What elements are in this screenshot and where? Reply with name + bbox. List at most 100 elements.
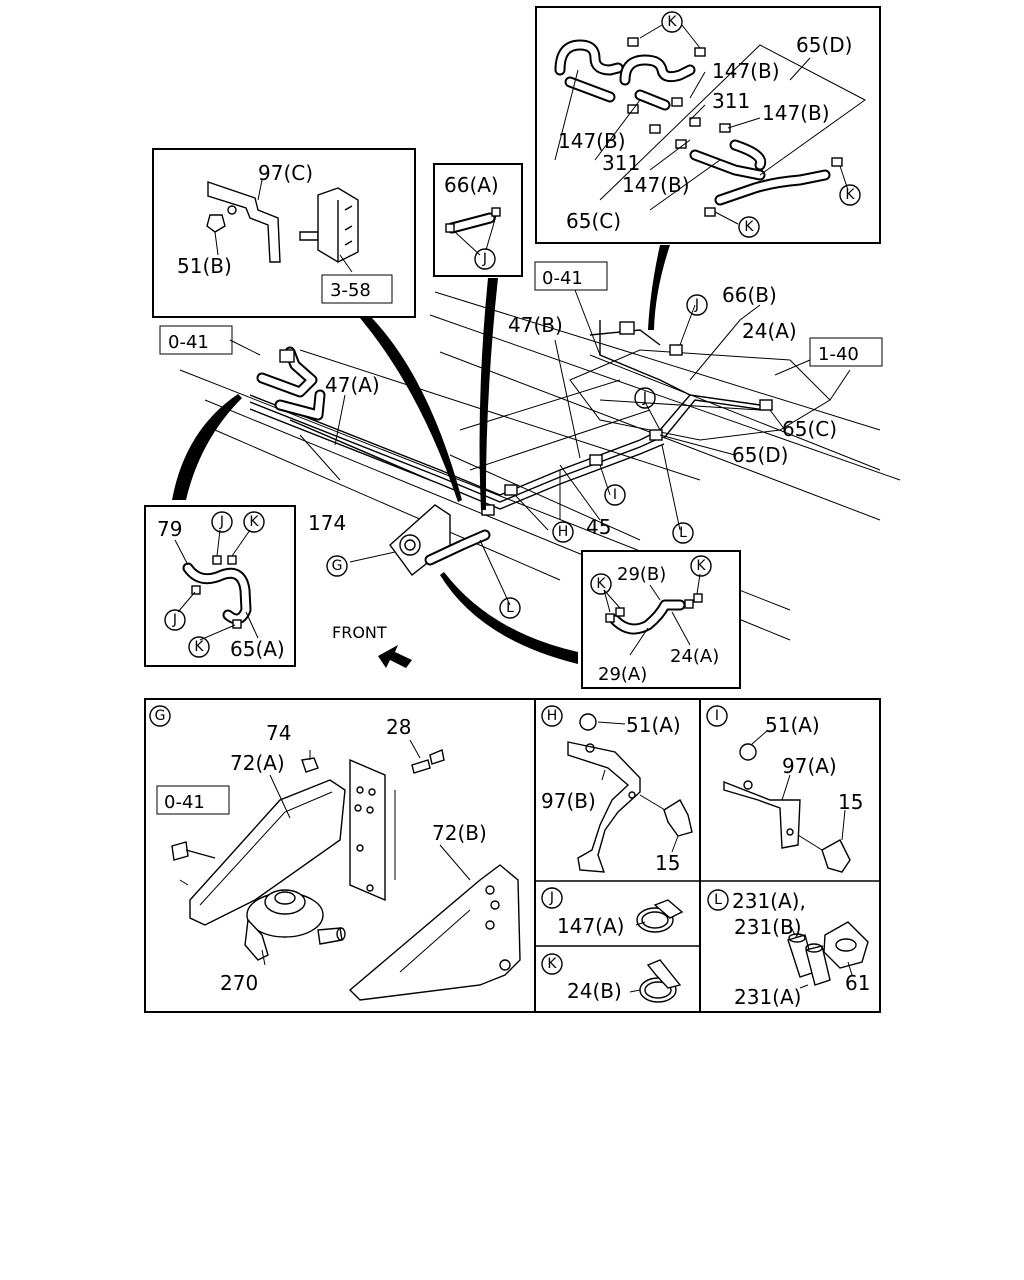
detail-box-return-hoses (535, 6, 881, 244)
ref-0-41-left: 0-41 (168, 332, 209, 353)
label-72a: 72(A) (230, 751, 285, 775)
label-79: 79 (157, 517, 182, 541)
label-174: 174 (308, 511, 346, 535)
ref-1-40: 1-40 (818, 344, 859, 365)
svg-text:K: K (845, 187, 855, 203)
label-147b-3: 147(B) (558, 129, 626, 153)
callout-l-section: L (707, 889, 729, 911)
callout-g-main: G (326, 555, 348, 577)
callout-j-66a: J (474, 248, 496, 270)
label-231a: 231(A) (734, 985, 801, 1009)
label-66a: 66(A) (444, 173, 499, 197)
label-147b-1: 147(B) (712, 59, 780, 83)
svg-text:G: G (332, 558, 343, 574)
front-label: FRONT (332, 623, 387, 642)
callout-g-section: G (149, 705, 171, 727)
label-231ab: 231(A), (732, 889, 806, 913)
callout-j-main-2: J (634, 387, 656, 409)
label-66b: 66(B) (722, 283, 777, 307)
svg-text:J: J (694, 297, 699, 313)
callout-j-79a: J (211, 511, 233, 533)
detail-leader-wedges (172, 245, 670, 664)
callout-j-main: J (686, 294, 708, 316)
label-24b: 24(B) (567, 979, 622, 1003)
section-l-insulators (787, 921, 869, 989)
main-leader-lines (229, 289, 851, 606)
callout-k-79b: K (188, 636, 210, 658)
callout-k-29a: K (590, 573, 612, 595)
label-65c-main: 65(C) (782, 417, 837, 441)
ref-3-58: 3-58 (330, 280, 371, 301)
label-97a: 97(A) (782, 754, 837, 778)
callout-k-29b: K (690, 555, 712, 577)
label-47b: 47(B) (508, 313, 563, 337)
label-65c-top: 65(C) (566, 209, 621, 233)
label-51a-i: 51(A) (765, 713, 820, 737)
label-15-i: 15 (838, 790, 863, 814)
label-28: 28 (386, 715, 411, 739)
callout-h-section: H (541, 705, 563, 727)
detail-box-hose-66a (433, 163, 523, 277)
label-24a-detail: 24(A) (670, 646, 719, 667)
ref-box-1-40 (809, 337, 883, 367)
svg-text:J: J (642, 390, 647, 406)
svg-text:L: L (714, 892, 722, 908)
svg-text:I: I (613, 487, 617, 503)
label-147a: 147(A) (557, 914, 624, 938)
detail-box-bracket-97c (152, 148, 416, 318)
ref-box-0-41-g (156, 785, 230, 815)
callout-j-section: J (541, 887, 563, 909)
label-51a-h: 51(A) (626, 713, 681, 737)
ref-0-41-center: 0-41 (542, 268, 583, 289)
callout-l-main-2: L (499, 597, 521, 619)
label-51b: 51(B) (177, 254, 232, 278)
callout-k-section: K (541, 953, 563, 975)
ref-0-41-g: 0-41 (164, 792, 205, 813)
label-72b: 72(B) (432, 821, 487, 845)
svg-text:L: L (506, 600, 514, 616)
svg-text:K: K (667, 14, 677, 30)
callout-h-main: H (552, 521, 574, 543)
svg-text:H: H (558, 524, 569, 540)
section-g-filter-bracket (171, 739, 521, 1001)
section-j-clip (635, 899, 684, 933)
label-65d-main: 65(D) (732, 443, 788, 467)
svg-text:K: K (596, 576, 606, 592)
label-311-1: 311 (712, 89, 750, 113)
label-61: 61 (845, 971, 870, 995)
label-147b-2: 147(B) (762, 101, 830, 125)
svg-text:J: J (482, 251, 487, 267)
callout-k-top-1: K (661, 11, 683, 33)
svg-text:H: H (547, 708, 558, 724)
callout-j-79b: J (164, 609, 186, 631)
callout-i-main: I (604, 484, 626, 506)
label-231b: 231(B) (734, 915, 802, 939)
label-65d-top: 65(D) (796, 33, 852, 57)
svg-text:K: K (194, 639, 204, 655)
label-65a: 65(A) (230, 637, 285, 661)
label-97c: 97(C) (258, 161, 313, 185)
label-270: 270 (220, 971, 258, 995)
detail-box-hoses-29 (581, 550, 741, 689)
callout-l-main: L (672, 522, 694, 544)
callout-k-79a: K (243, 511, 265, 533)
label-24a: 24(A) (742, 319, 797, 343)
svg-text:J: J (219, 514, 224, 530)
callout-k-top-3: K (738, 216, 760, 238)
svg-text:J: J (172, 612, 177, 628)
svg-text:K: K (547, 956, 557, 972)
label-29a: 29(A) (598, 664, 647, 685)
ref-box-0-41-center (534, 261, 608, 291)
section-h-bracket (567, 713, 693, 873)
label-74: 74 (266, 721, 291, 745)
svg-text:K: K (249, 514, 259, 530)
svg-text:J: J (549, 890, 554, 906)
ref-box-3-58 (321, 274, 393, 304)
svg-text:G: G (155, 708, 166, 724)
svg-text:L: L (679, 525, 687, 541)
detail-box-hose-79 (144, 505, 296, 667)
callout-i-section: I (706, 705, 728, 727)
svg-text:K: K (744, 219, 754, 235)
label-47a: 47(A) (325, 373, 380, 397)
